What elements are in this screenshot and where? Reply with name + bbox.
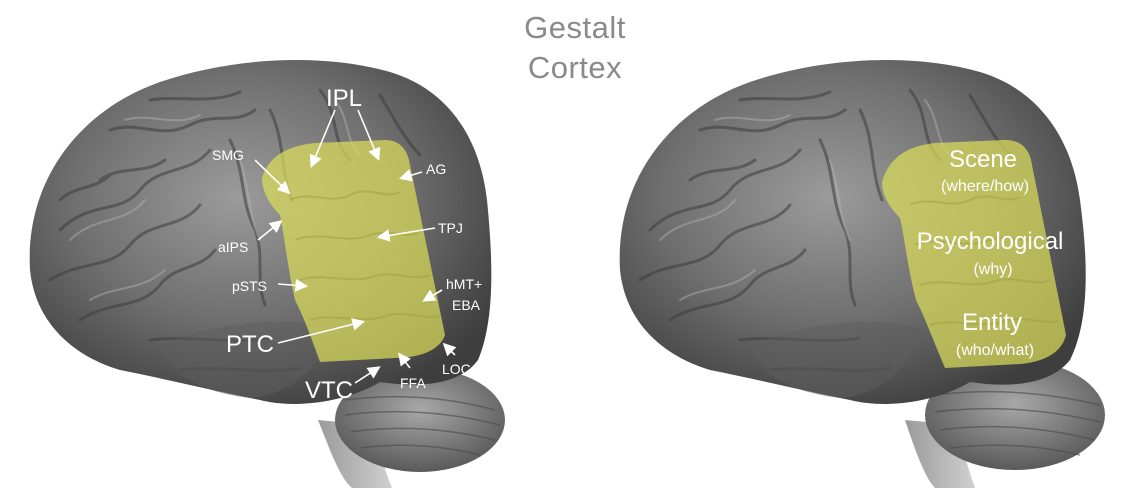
- label-ag: AG: [426, 161, 446, 177]
- label-psts: pSTS: [232, 278, 267, 294]
- label-psych-sub: (why): [973, 261, 1012, 278]
- label-hmt: hMT+: [446, 276, 482, 292]
- label-scene: Scene: [949, 146, 1017, 173]
- label-entity: Entity: [962, 309, 1022, 336]
- label-smg: SMG: [212, 147, 244, 163]
- label-scene-sub: (where/how): [941, 178, 1029, 195]
- label-vtc: VTC: [305, 377, 353, 404]
- label-loc: LOC: [442, 361, 471, 377]
- label-ipl: IPL: [326, 85, 362, 112]
- label-tpj: TPJ: [438, 220, 463, 236]
- left-brain: [30, 60, 505, 488]
- label-ptc: PTC: [226, 331, 274, 358]
- label-ffa: FFA: [400, 375, 426, 391]
- label-eba: EBA: [452, 297, 481, 313]
- label-aips: aIPS: [218, 239, 248, 255]
- label-entity-sub: (who/what): [956, 342, 1034, 359]
- label-psych: Psychological: [917, 228, 1064, 255]
- right-brain: [620, 60, 1105, 488]
